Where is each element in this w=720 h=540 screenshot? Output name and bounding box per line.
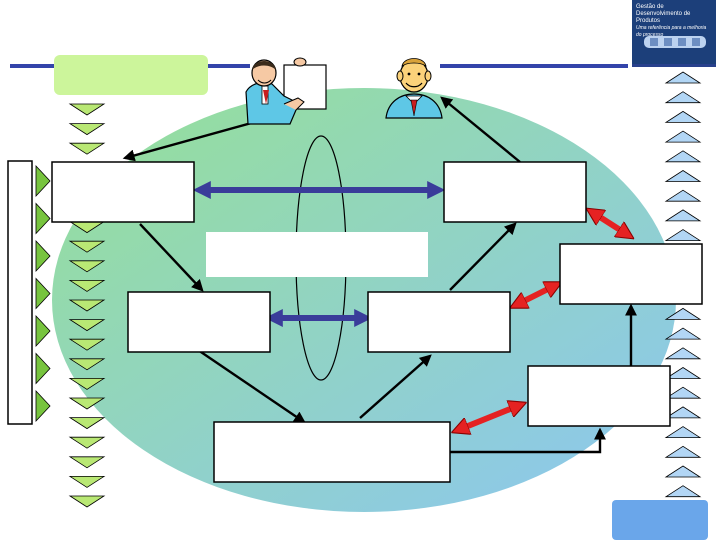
triangle-up (664, 209, 702, 222)
left-tab (35, 314, 51, 348)
logo-line-2: Desenvolvimento de Produtos (636, 11, 691, 24)
triangle-up (664, 189, 702, 202)
triangle-down (68, 397, 106, 410)
triangle-down (68, 299, 106, 312)
corner-box[interactable] (612, 500, 708, 540)
triangle-up (664, 229, 702, 242)
logo: Gestão de Desenvolvimento de Produtos Um… (636, 4, 712, 39)
box-center-wide[interactable] (206, 232, 428, 277)
box-bottom[interactable] (213, 421, 451, 483)
box-right-lower[interactable] (527, 365, 671, 427)
logo-device-icon (644, 36, 706, 48)
triangle-up (664, 71, 702, 84)
presenter-with-board-icon (245, 57, 327, 125)
arrow-midleft-to-bottom (197, 349, 306, 424)
triangle-down (68, 456, 106, 469)
boxes (51, 161, 703, 483)
triangle-up (664, 445, 702, 458)
triangle-down (68, 358, 106, 371)
box-mid-right[interactable] (367, 291, 511, 353)
triangle-down (68, 240, 106, 253)
arrow-topleft-to-midleft (139, 223, 204, 292)
right-triangle-column (664, 71, 702, 498)
triangle-down (68, 417, 106, 430)
triangle-up (664, 327, 702, 340)
triangle-down (68, 103, 106, 116)
triangle-up (664, 110, 702, 123)
left-tab (35, 389, 51, 423)
green-tab[interactable] (54, 55, 208, 95)
box-mid-left[interactable] (127, 291, 271, 353)
logo-underline (632, 64, 716, 67)
left-tab-column (35, 164, 51, 423)
black-arrows (122, 96, 637, 454)
left-tab (35, 352, 51, 385)
red-double-arrow-2 (516, 285, 556, 305)
arrow-bottom-to-midright (359, 354, 432, 419)
triangle-up (664, 150, 702, 163)
header-bar-right (440, 64, 628, 68)
triangle-down (68, 123, 106, 136)
left-panel (7, 160, 33, 425)
arrow-midright-to-topright (449, 222, 517, 291)
triangle-down (68, 279, 106, 292)
left-tab (35, 239, 51, 273)
left-tab (35, 202, 51, 235)
box-top-left[interactable] (51, 161, 195, 223)
triangle-down (68, 436, 106, 449)
triangle-up (664, 130, 702, 143)
triangle-up (664, 170, 702, 182)
arrow-topright-to-manager (440, 96, 521, 163)
triangle-up (664, 347, 702, 360)
triangle-up (664, 367, 702, 379)
triangle-up (664, 485, 702, 498)
logo-line-3: Uma referência para a melhoria do proces… (636, 25, 707, 38)
triangle-down (68, 377, 106, 390)
triangle-down (68, 142, 106, 155)
triangle-down (68, 319, 106, 332)
left-tab (35, 277, 51, 310)
triangle-down (68, 495, 106, 508)
triangle-up (664, 91, 702, 104)
arrow-bottom-to-rightlower (450, 427, 606, 454)
logo-line-1: Gestão de (636, 4, 664, 10)
triangle-down (68, 260, 106, 273)
box-right-upper[interactable] (559, 243, 703, 305)
triangle-up (664, 465, 702, 478)
triangle-down (68, 338, 106, 351)
triangle-up (664, 406, 702, 419)
triangle-down (68, 475, 106, 488)
red-double-arrow-3 (458, 405, 520, 430)
logo-panel (632, 0, 716, 64)
triangle-up (664, 426, 702, 439)
box-top-right[interactable] (443, 161, 587, 223)
smiling-man-icon (385, 58, 443, 119)
triangle-up (664, 307, 702, 320)
triangle-up (664, 386, 702, 399)
red-double-arrow-1 (592, 212, 628, 235)
arrow-presenter-to-topleft (122, 120, 256, 162)
left-tab (35, 164, 51, 198)
